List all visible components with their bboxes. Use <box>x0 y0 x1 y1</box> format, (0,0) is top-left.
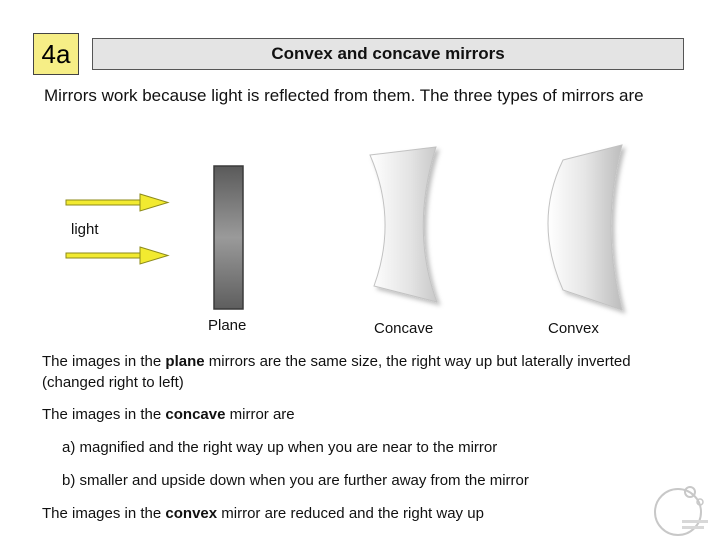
light-label: light <box>71 221 99 238</box>
concave-mirror <box>369 146 438 303</box>
concave-description: The images in the concave mirror are <box>42 406 295 423</box>
plane-description: The images in the plane mirrors are the … <box>42 353 631 391</box>
concave-point-b: b) smaller and upside down when you are … <box>62 472 529 489</box>
plane-mirror <box>213 165 244 310</box>
slide-number: 4a <box>33 33 79 75</box>
plane-keyword: plane <box>165 353 205 370</box>
publisher-logo-icon <box>654 486 708 536</box>
light-arrow <box>65 193 170 212</box>
convex-label: Convex <box>548 320 599 337</box>
concave-keyword: concave <box>165 406 226 423</box>
slide-title: Convex and concave mirrors <box>92 38 684 70</box>
convex-description: The images in the convex mirror are redu… <box>42 505 484 522</box>
plane-label: Plane <box>208 317 247 334</box>
intro-text: Mirrors work because light is reflected … <box>44 86 644 105</box>
concave-point-a: a) magnified and the right way up when y… <box>62 439 498 456</box>
convex-keyword: convex <box>165 505 218 522</box>
concave-label: Concave <box>374 320 434 337</box>
light-arrow <box>65 246 170 265</box>
convex-mirror <box>547 144 623 311</box>
